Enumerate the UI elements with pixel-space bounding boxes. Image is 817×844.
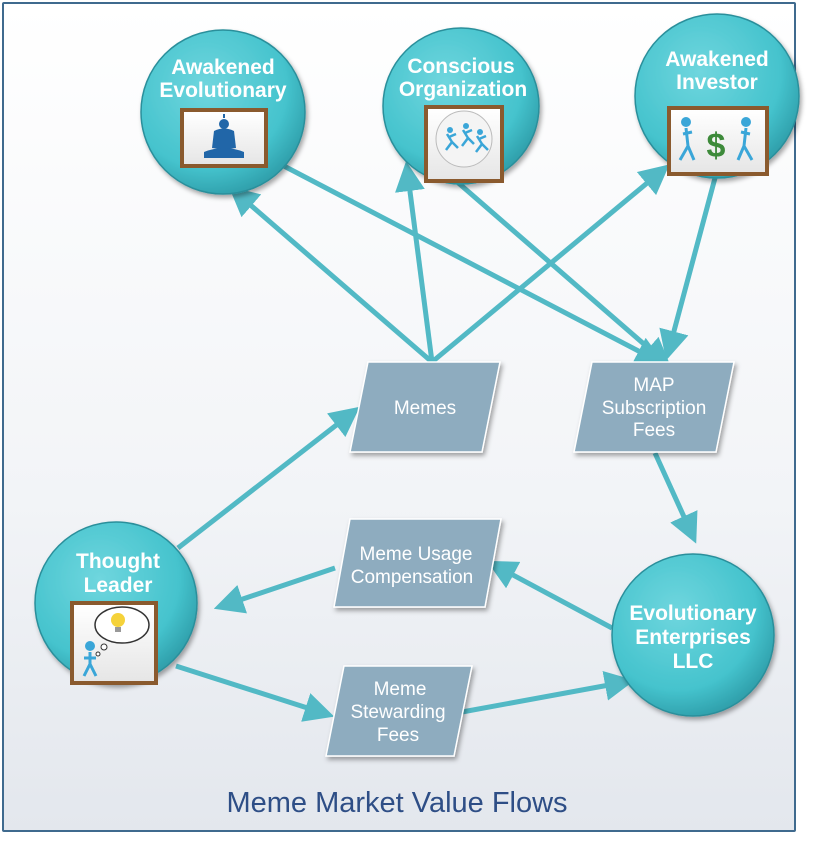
- box-memes: Memes: [349, 361, 501, 453]
- running-figures-icon: [424, 105, 504, 183]
- box-usage-comp-line1: Meme Usage: [360, 544, 473, 565]
- node-awakened-investor: Awakened Investor $: [634, 13, 800, 179]
- box-stewarding-line3: Fees: [377, 725, 419, 746]
- svg-text:$: $: [707, 127, 726, 165]
- arrows: [175, 161, 718, 722]
- arrow-thought-leader-to-stewarding-fees: [175, 663, 335, 722]
- box-memes-label: Memes: [394, 398, 456, 419]
- arrow-evolutionary-enterprises-to-usage-comp: [486, 560, 614, 631]
- box-stewarding-line2: Stewarding: [350, 702, 445, 723]
- node-awakened-evolutionary-line1: Awakened: [171, 56, 275, 79]
- node-conscious-organization-line1: Conscious: [407, 55, 514, 78]
- node-evolutionary-enterprises: Evolutionary Enterprises LLC: [611, 553, 775, 717]
- dollar-sign-icon: $: [667, 106, 769, 176]
- node-evolutionary-enterprises-line1: Evolutionary: [629, 602, 757, 625]
- diagram-caption: Meme Market Value Flows: [226, 787, 567, 819]
- lightbulb-idea-icon: [70, 601, 158, 685]
- arrow-awakened-evolutionary-to-map-fees: [280, 162, 666, 365]
- node-conscious-organization-line2: Organization: [399, 78, 527, 101]
- node-evolutionary-enterprises-line2: Enterprises: [635, 626, 751, 649]
- box-meme-usage-compensation: Meme Usage Compensation: [333, 518, 502, 608]
- node-awakened-evolutionary-line2: Evolutionary: [159, 79, 287, 102]
- box-map-fees-line1: MAP: [633, 375, 674, 396]
- arrow-usage-comp-to-thought-leader: [213, 565, 336, 614]
- box-stewarding-line1: Meme: [374, 679, 427, 700]
- node-awakened-evolutionary: Awakened Evolutionary: [140, 29, 306, 195]
- node-awakened-investor-line1: Awakened: [665, 48, 769, 71]
- node-thought-leader-line2: Leader: [84, 574, 153, 597]
- arrow-stewarding-fees-to-evolutionary-enterprises: [461, 670, 635, 715]
- box-usage-comp-line2: Compensation: [351, 567, 474, 588]
- box-map-fees-line2: Subscription: [602, 398, 707, 419]
- meditating-figure-icon: [180, 108, 268, 168]
- node-conscious-organization: Conscious Organization: [382, 27, 540, 185]
- node-awakened-investor-line2: Investor: [676, 71, 758, 94]
- arrow-memes-to-awakened-investor: [430, 164, 670, 364]
- node-evolutionary-enterprises-line3: LLC: [673, 650, 714, 673]
- arrow-conscious-organization-to-map-fees: [453, 178, 672, 368]
- arrow-thought-leader-to-memes: [176, 406, 360, 550]
- node-thought-leader-line1: Thought: [76, 550, 160, 573]
- arrow-memes-to-conscious-organization: [395, 161, 435, 363]
- box-map-fees-line3: Fees: [633, 420, 675, 441]
- node-thought-leader: Thought Leader: [34, 521, 198, 685]
- arrow-memes-to-awakened-evolutionary: [228, 186, 434, 364]
- arrow-awakened-investor-to-map-fees: [659, 177, 718, 361]
- box-map-subscription-fees: MAP Subscription Fees: [573, 361, 735, 453]
- arrow-map-fees-to-evolutionary-enterprises: [652, 451, 698, 544]
- box-meme-stewarding-fees: Meme Stewarding Fees: [325, 665, 473, 757]
